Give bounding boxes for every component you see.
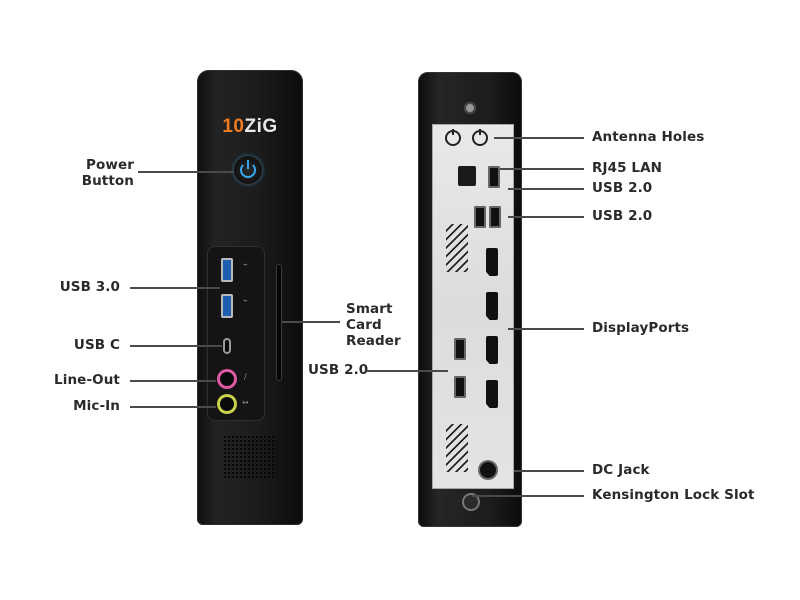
kensington-lock-slot [464, 495, 478, 509]
callout-line [130, 287, 220, 289]
label-antenna-holes: Antenna Holes [592, 129, 705, 145]
label-power-button: Power Button [81, 157, 134, 189]
label-kensington-lock-slot: Kensington Lock Slot [592, 487, 755, 503]
callout-line [494, 137, 584, 139]
displayport-3 [486, 336, 498, 364]
label-mic-in: Mic-In [73, 398, 120, 414]
front-port-panel: ⌁ ⌁ ∕ ↔ [207, 246, 265, 421]
logo-number: 10 [222, 116, 245, 137]
displayport-4 [486, 380, 498, 408]
label-usbc: USB C [73, 337, 120, 353]
callout-line [138, 171, 234, 173]
callout-line [130, 406, 216, 408]
label-line-out: Line-Out [54, 372, 120, 388]
displayport-2 [486, 292, 498, 320]
label-usb20-second: USB 2.0 [592, 208, 653, 224]
logo-text: ZiG [244, 116, 278, 137]
vent-slots [446, 224, 468, 272]
label-dc-jack: DC Jack [592, 462, 650, 478]
usb3-port-2 [221, 294, 233, 318]
rear-usb2-port-2 [474, 206, 486, 228]
label-smart-card-reader: Smart Card Reader [346, 301, 401, 349]
power-button-icon [234, 156, 262, 184]
callout-line [282, 321, 340, 323]
label-usb20-left: USB 2.0 [308, 362, 369, 378]
usbc-port [223, 338, 231, 354]
brand-logo: 10ZiG [212, 116, 288, 138]
callout-line [514, 470, 584, 472]
antenna-hole-1 [445, 129, 461, 146]
rj45-lan-port [458, 166, 476, 186]
callout-line [366, 370, 448, 372]
rear-io-plate [432, 124, 514, 489]
mic-in-jack [220, 397, 234, 411]
callout-line [508, 188, 584, 190]
rear-usb2-port-4 [454, 338, 466, 360]
smart-card-slot [277, 265, 281, 380]
front-view-unit: 10ZiG ⌁ ⌁ ∕ ↔ [197, 70, 303, 525]
callout-line [472, 495, 584, 497]
line-out-jack [220, 372, 234, 386]
callout-line [500, 168, 584, 170]
label-rj45-lan: RJ45 LAN [592, 160, 663, 176]
label-usb30: USB 3.0 [59, 279, 120, 295]
rear-view-unit [418, 72, 522, 527]
vent-slots [446, 424, 468, 472]
rear-usb2-port-3 [489, 206, 501, 228]
dc-jack-port [480, 462, 496, 478]
usb-symbol-icon: ⌁ [243, 296, 248, 305]
antenna-hole-2 [472, 129, 488, 146]
label-usb20-upper: USB 2.0 [592, 180, 653, 196]
usb3-port-1 [221, 258, 233, 282]
usb-symbol-icon: ⌁ [243, 260, 248, 269]
callout-line [508, 216, 584, 218]
screw-icon [464, 102, 476, 114]
front-vent-grille [223, 435, 277, 480]
rear-usb2-port-1 [488, 166, 500, 188]
callout-line [130, 380, 216, 382]
callout-line [508, 328, 584, 330]
headset-icon: ↔ [242, 398, 249, 407]
microphone-icon: ∕ [244, 372, 247, 381]
rear-usb2-port-5 [454, 376, 466, 398]
displayport-1 [486, 248, 498, 276]
callout-line [130, 345, 222, 347]
label-displayports: DisplayPorts [592, 320, 690, 336]
